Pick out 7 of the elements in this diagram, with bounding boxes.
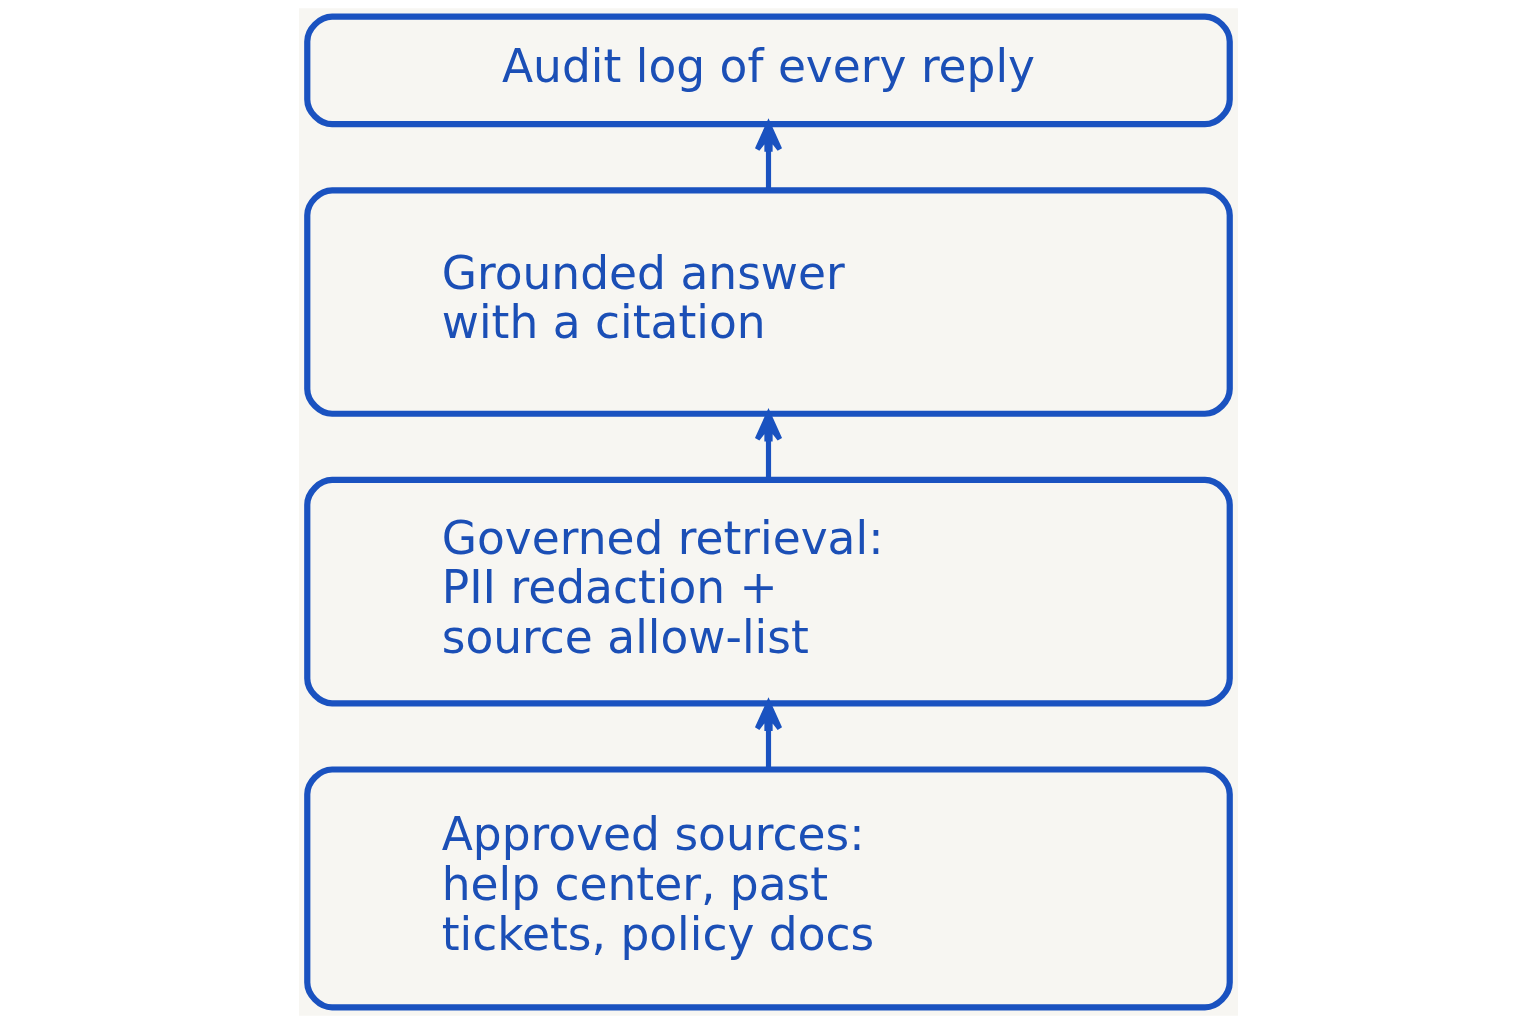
arrow xyxy=(754,700,782,769)
node-box: Governed retrieval: PII redaction + source allow-list xyxy=(303,476,1233,707)
arrow xyxy=(754,121,782,191)
node-box: Approved sources: help center, past tickets, policy docs xyxy=(303,766,1233,1011)
node-box: Grounded answer with a citation xyxy=(303,187,1233,417)
arrow xyxy=(754,411,782,480)
node-box: Audit log of every reply xyxy=(303,13,1233,128)
